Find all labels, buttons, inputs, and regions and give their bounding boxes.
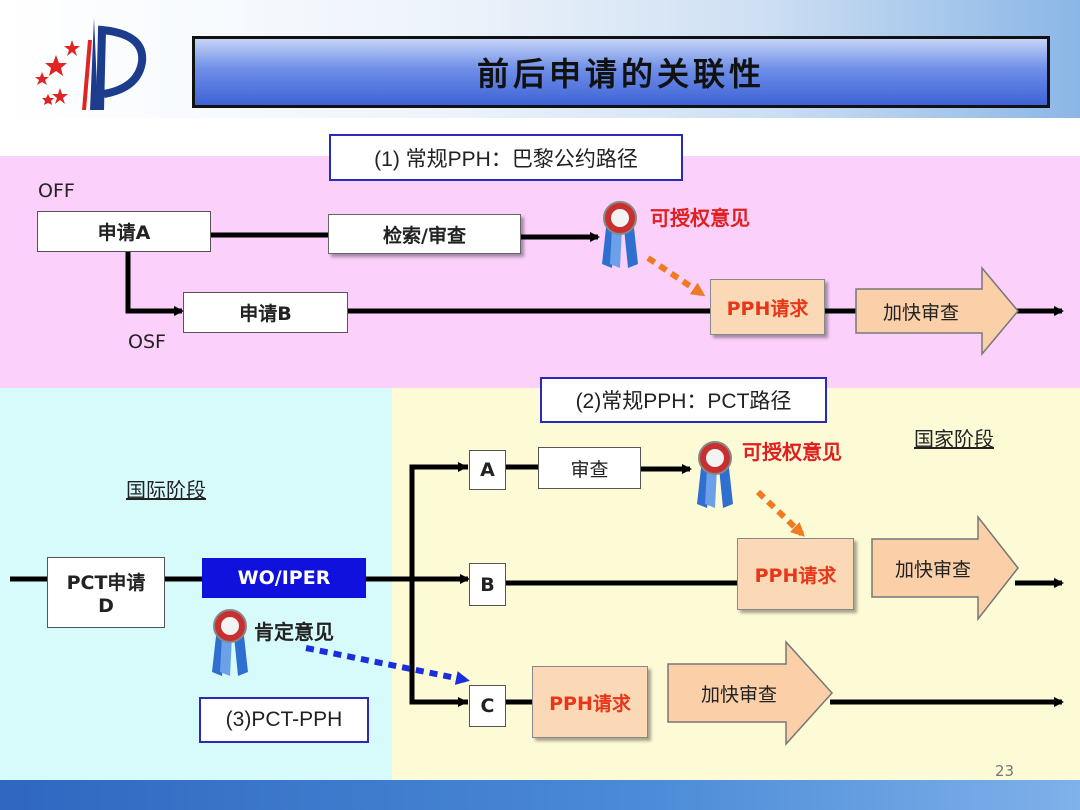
osf-label: OSF	[128, 331, 166, 353]
award-ribbon-icon	[697, 441, 733, 508]
blue-dotted-arrow	[305, 645, 470, 685]
pct-application-id: D	[98, 595, 114, 617]
node-b-box: B	[469, 563, 506, 606]
pct-pph-label: (3)PCT-PPH	[199, 697, 369, 743]
pph-request-box-b: PPH请求	[737, 538, 854, 610]
pph-request-box-c: PPH请求	[532, 666, 648, 738]
node-c-box: C	[469, 685, 506, 727]
national-phase-label: 国家阶段	[914, 427, 994, 451]
off-label: OFF	[38, 180, 75, 202]
pct-application-box: PCT申请 D	[47, 557, 165, 628]
footer-band	[0, 780, 1080, 810]
search-exam-box: 检索/审查	[328, 214, 521, 254]
accelerated-exam-label: 加快审查	[882, 302, 959, 324]
accelerated-exam-arrow-c	[667, 640, 834, 746]
arrow-a-to-b	[125, 252, 184, 316]
accelerated-exam-arrow	[855, 266, 1019, 356]
allowable-opinion-label: 可授权意见	[650, 206, 750, 230]
page-title: 前后申请的关联性	[192, 36, 1050, 108]
paris-route-label: (1) 常规PPH：巴黎公约路径	[329, 134, 683, 181]
international-phase-label: 国际阶段	[126, 478, 206, 502]
positive-opinion-label: 肯定意见	[254, 620, 334, 644]
accelerated-exam-arrow-b	[871, 515, 1019, 621]
award-ribbon-icon	[602, 201, 638, 268]
paris-route-panel	[0, 156, 1080, 388]
page-title-text: 前后申请的关联性	[476, 55, 765, 93]
application-a-box: 申请A	[37, 211, 211, 252]
pct-application-text: PCT申请	[66, 572, 146, 594]
page-number: 23	[995, 762, 1015, 780]
branch-line	[409, 464, 468, 705]
wo-iper-box: WO/IPER	[202, 558, 366, 598]
exam-box: 审查	[538, 447, 641, 489]
accelerated-exam-label-c: 加快审查	[700, 684, 777, 706]
award-ribbon-icon	[212, 609, 248, 676]
node-a-box: A	[469, 450, 506, 490]
pct-route-label: (2)常规PPH：PCT路径	[540, 377, 827, 423]
application-b-box: 申请B	[183, 292, 348, 333]
allowable-opinion-label-2: 可授权意见	[742, 440, 842, 464]
accelerated-exam-label-b: 加快审查	[894, 559, 971, 581]
cnipa-logo-icon	[35, 18, 147, 110]
orange-dotted-arrow-1	[646, 255, 706, 297]
pph-request-box: PPH请求	[710, 279, 825, 335]
orange-dotted-arrow-2	[755, 489, 805, 537]
